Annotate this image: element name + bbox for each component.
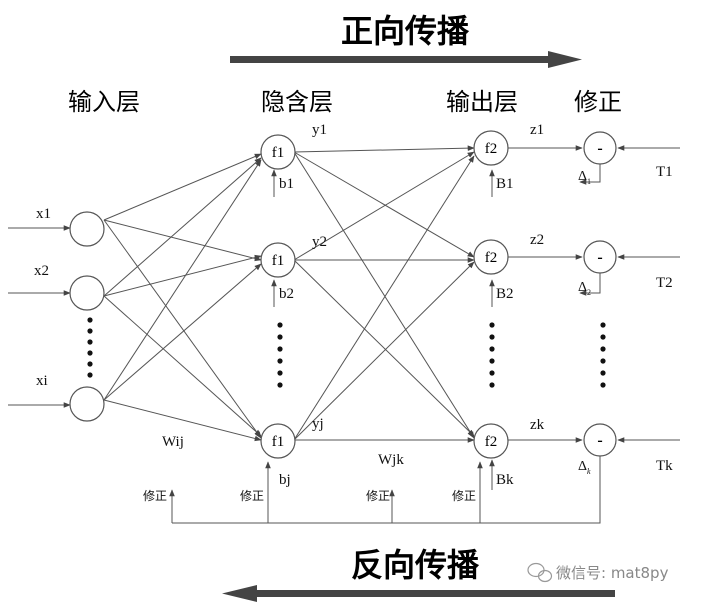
forward-propagation-title: 正向传播 bbox=[341, 12, 470, 50]
delta-2: Δ2 bbox=[578, 280, 591, 297]
output-node-2 bbox=[473, 239, 509, 275]
delta-labels: Δ1 Δ2 Δk bbox=[578, 169, 591, 476]
output-value-z2: z2 bbox=[530, 232, 544, 248]
hidden-output-y1: y1 bbox=[312, 122, 327, 138]
output-node-2-label: f2 bbox=[485, 250, 498, 266]
hidden-output-y2: y2 bbox=[312, 234, 327, 250]
watermark: 微信号: mat8py bbox=[527, 562, 669, 583]
input-label-x2: x2 bbox=[34, 263, 49, 279]
output-nodes: f2 f2 f2 bbox=[473, 130, 509, 459]
delta-k: Δk bbox=[578, 459, 591, 476]
hidden-node-1 bbox=[260, 134, 296, 170]
hidden-output-connections bbox=[293, 145, 475, 443]
output-value-zk: zk bbox=[530, 417, 545, 433]
correction-ellipsis bbox=[600, 322, 606, 388]
weight-label-wjk: Wjk bbox=[378, 452, 404, 468]
watermark-text: 微信号: mat8py bbox=[556, 564, 669, 582]
ellipsis-dots bbox=[87, 317, 606, 388]
output-to-minus-lines bbox=[508, 145, 583, 443]
target-lines bbox=[617, 145, 680, 443]
input-node-x2 bbox=[69, 275, 105, 311]
output-bias-B2: B2 bbox=[496, 286, 514, 302]
hidden-bias-bj: bj bbox=[279, 472, 291, 488]
hidden-node-j-label: f1 bbox=[272, 434, 285, 450]
hidden-nodes: f1 f1 f1 bbox=[260, 134, 296, 459]
delta-1: Δ1 bbox=[578, 169, 591, 186]
input-node-xi bbox=[69, 386, 105, 422]
input-hidden-connections bbox=[103, 153, 262, 442]
target-Tk: Tk bbox=[656, 458, 673, 474]
minus-nodes: - - - bbox=[583, 131, 617, 457]
output-node-k bbox=[473, 423, 509, 459]
hidden-node-j bbox=[260, 423, 296, 459]
minus-node-k bbox=[583, 423, 617, 457]
correction-label-3: 修正 bbox=[366, 488, 390, 503]
hidden-ellipsis bbox=[277, 322, 283, 388]
correction-layer-label: 修正 bbox=[574, 88, 622, 116]
input-label-xi: xi bbox=[36, 373, 48, 389]
output-layer-label: 输出层 bbox=[446, 88, 518, 116]
input-feed-lines bbox=[8, 225, 71, 408]
minus-node-k-label: - bbox=[597, 432, 602, 449]
input-label-x1: x1 bbox=[36, 206, 51, 222]
minus-node-1 bbox=[583, 131, 617, 165]
target-T2: T2 bbox=[656, 275, 673, 291]
input-layer-label: 输入层 bbox=[68, 88, 140, 116]
hidden-node-1-label: f1 bbox=[272, 145, 285, 161]
output-value-z1: z1 bbox=[530, 122, 544, 138]
correction-label-2: 修正 bbox=[240, 488, 264, 503]
correction-labels: 修正 修正 修正 修正 bbox=[143, 488, 476, 503]
minus-node-2-label: - bbox=[597, 249, 602, 266]
hidden-bias-b2: b2 bbox=[279, 286, 294, 302]
output-bias-Bk: Bk bbox=[496, 472, 514, 488]
correction-label-4: 修正 bbox=[452, 488, 476, 503]
backward-arrow bbox=[222, 585, 615, 602]
variable-labels: x1 x2 xi y1 y2 yj b1 b2 bj B1 B2 Bk z1 z… bbox=[34, 122, 673, 488]
output-ellipsis bbox=[489, 322, 495, 388]
wechat-icon bbox=[527, 562, 553, 583]
correction-label-1: 修正 bbox=[143, 488, 167, 503]
weight-label-wij: Wij bbox=[162, 434, 184, 450]
hidden-node-2 bbox=[260, 242, 296, 278]
hidden-output-yj: yj bbox=[312, 416, 324, 432]
output-bias-B1: B1 bbox=[496, 176, 514, 192]
input-nodes bbox=[69, 211, 105, 422]
input-node-x1 bbox=[69, 211, 105, 247]
output-node-1-label: f2 bbox=[485, 141, 498, 157]
hidden-bias-b1: b1 bbox=[279, 176, 294, 192]
minus-node-2 bbox=[583, 240, 617, 274]
target-T1: T1 bbox=[656, 164, 673, 180]
input-ellipsis bbox=[87, 317, 93, 378]
delta-feedback-lines bbox=[579, 164, 601, 296]
hidden-layer-label: 隐含层 bbox=[261, 88, 333, 116]
output-node-1 bbox=[473, 130, 509, 166]
minus-node-1-label: - bbox=[597, 140, 602, 157]
hidden-node-2-label: f1 bbox=[272, 253, 285, 269]
backward-propagation-title: 反向传播 bbox=[351, 546, 480, 584]
output-node-k-label: f2 bbox=[485, 434, 498, 450]
bias-arrows bbox=[271, 169, 495, 490]
correction-feedback-loop bbox=[169, 456, 601, 524]
forward-arrow bbox=[230, 51, 582, 68]
